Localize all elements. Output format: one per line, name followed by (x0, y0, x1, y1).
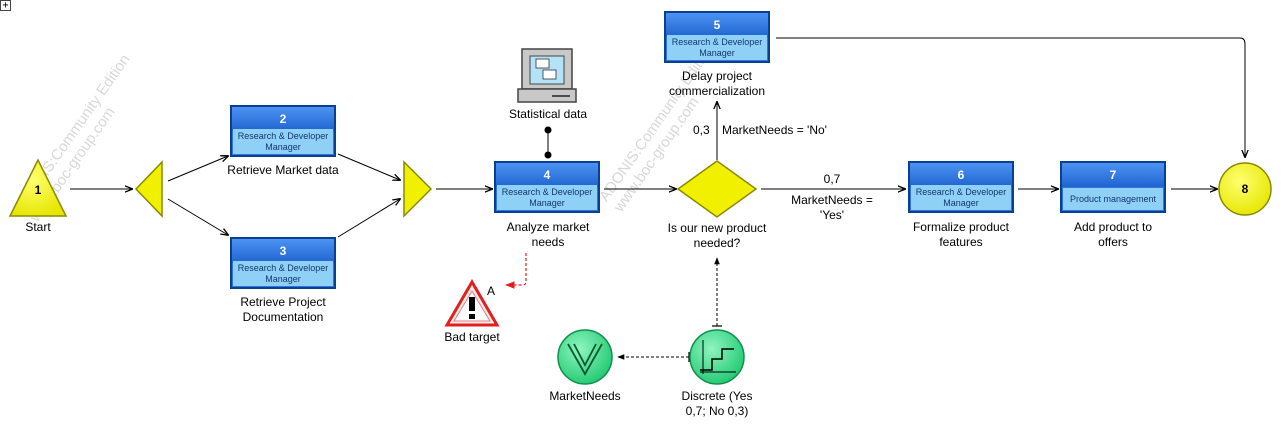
distribution-icon (689, 329, 745, 385)
task-role: Research & Developer Manager (497, 185, 597, 210)
risk-label: Bad target (444, 330, 500, 344)
risk-link (505, 253, 527, 289)
end-event[interactable] (1218, 162, 1272, 216)
task-label: Retrieve Market data (227, 163, 339, 177)
warning-icon (444, 279, 500, 327)
decision-diamond[interactable] (676, 160, 758, 218)
task-role: Product management (1063, 188, 1163, 210)
task-number: 2 (232, 107, 334, 131)
task-number: 3 (232, 239, 334, 263)
task-label: Retrieve Project Documentation (240, 295, 326, 324)
distribution-label: Discrete (Yes 0,7; No 0,3) (681, 389, 753, 418)
computer-icon (517, 48, 577, 103)
end-number: 8 (1241, 182, 1249, 196)
task-delay-project[interactable]: 5 Research & Developer Manager (664, 11, 770, 63)
variable-links (617, 257, 720, 360)
task-label: Analyze market needs (506, 220, 590, 249)
decision-label: Is our new product needed? (667, 221, 767, 250)
flow-connectors (70, 37, 1245, 238)
task-retrieve-project-documentation[interactable]: 3 Research & Developer Manager (230, 237, 336, 289)
task-add-product-to-offers[interactable]: 7 Product management (1060, 161, 1166, 213)
task-number: 4 (496, 163, 598, 187)
task-number: 7 (1062, 163, 1164, 187)
resource-label: Statistical data (508, 107, 588, 121)
task-analyze-market-needs[interactable]: 4 Research & Developer Manager (494, 161, 600, 213)
parallel-join[interactable] (403, 160, 433, 218)
start-label: Start (25, 220, 51, 234)
task-label: Add product to offers (1073, 220, 1153, 249)
task-role: Research & Developer Manager (667, 35, 767, 60)
task-label: Delay project commercialization (668, 69, 766, 98)
branch-no-condition: MarketNeeds = 'No' (722, 123, 827, 137)
branch-no-probability: 0,3 (693, 123, 710, 137)
task-number: 5 (666, 13, 768, 37)
expand-icon[interactable]: + (0, 0, 11, 11)
task-role: Research & Developer Manager (911, 185, 1011, 210)
resource-link (544, 126, 552, 159)
task-role: Research & Developer Manager (233, 261, 333, 286)
start-event[interactable] (8, 158, 68, 217)
branch-yes-condition: MarketNeeds = 'Yes' (791, 193, 873, 222)
task-formalize-product-features[interactable]: 6 Research & Developer Manager (908, 161, 1014, 213)
task-number: 6 (910, 163, 1012, 187)
task-role: Research & Developer Manager (233, 129, 333, 154)
task-label: Formalize product features (912, 220, 1010, 249)
start-number: 1 (34, 183, 42, 197)
variable-label: MarketNeeds (549, 389, 621, 403)
branch-yes-probability: 0,7 (823, 172, 841, 186)
variable-icon (557, 329, 613, 385)
task-retrieve-market-data[interactable]: 2 Research & Developer Manager (230, 105, 336, 157)
parallel-split[interactable] (134, 160, 163, 218)
risk-tag: A (487, 284, 496, 298)
